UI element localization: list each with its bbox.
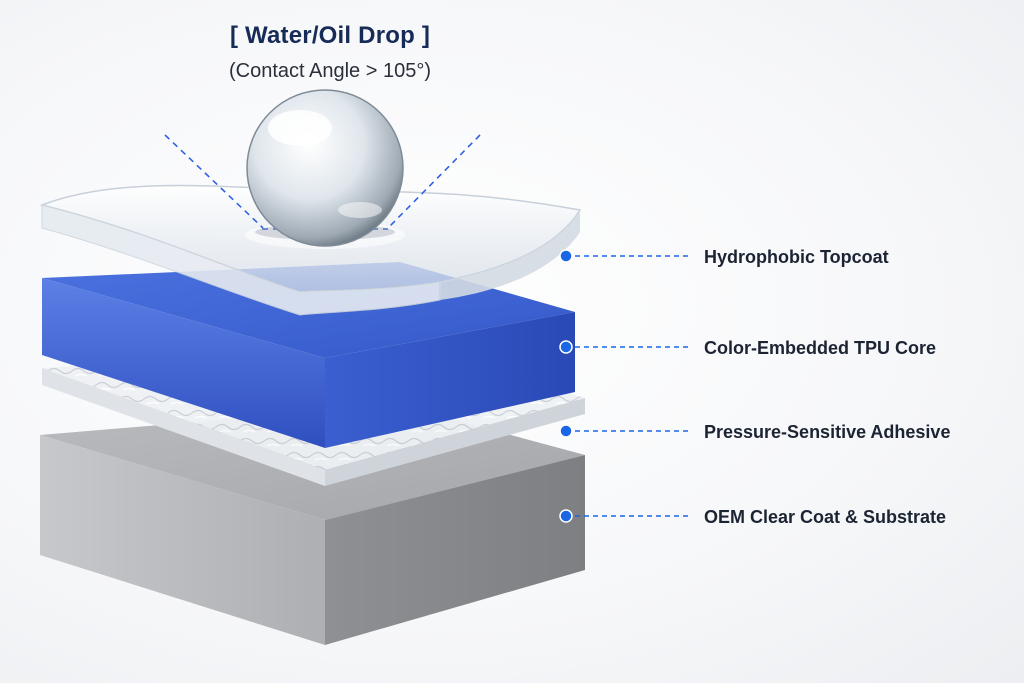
water-drop xyxy=(246,89,404,247)
label-tpu-core: Color-Embedded TPU Core xyxy=(704,338,937,358)
label-adhesive: Pressure-Sensitive Adhesive xyxy=(704,422,951,442)
leader-tpu-core xyxy=(559,340,690,354)
leader-topcoat xyxy=(559,249,690,263)
diagram-subtitle: (Contact Angle > 105°) xyxy=(228,60,431,82)
leader-adhesive xyxy=(559,424,690,438)
title-block: [ Water/Oil Drop ] (Contact Angle > 105°… xyxy=(150,22,510,83)
leader-substrate xyxy=(559,509,690,523)
diagram-title: [ Water/Oil Drop ] xyxy=(229,22,431,49)
label-substrate: OEM Clear Coat & Substrate xyxy=(704,507,947,527)
label-hydrophobic-topcoat: Hydrophobic Topcoat xyxy=(704,247,889,267)
